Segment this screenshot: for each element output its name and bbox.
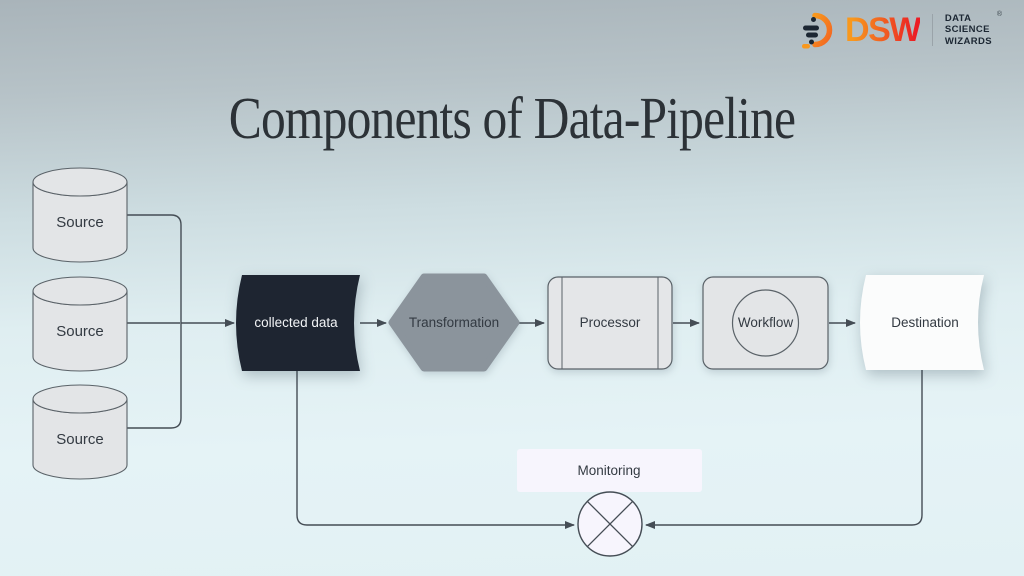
node-processor: Processor — [547, 276, 673, 370]
processor-label: Processor — [580, 315, 641, 330]
brand-text: DSW — [845, 11, 921, 49]
connector-collected-to-monitoring — [296, 371, 575, 529]
monitoring-label-box: Monitoring — [517, 449, 702, 492]
node-destination: Destination — [860, 275, 984, 370]
source-3-label: Source — [56, 431, 104, 448]
dsw-logo-mark-icon — [802, 12, 833, 49]
monitoring-junction-icon — [577, 491, 643, 557]
registered-mark: ® — [996, 10, 1002, 18]
brand-logo: DSW DATA SCIENCE WIZARDS ® — [801, 10, 1002, 50]
collected-data-label: collected data — [254, 315, 338, 330]
node-workflow: Workflow — [702, 276, 829, 370]
destination-label: Destination — [891, 315, 959, 330]
tagline-line-2: SCIENCE — [944, 24, 990, 36]
page-title: Components of Data-Pipeline — [228, 85, 796, 151]
connector-source-merge — [127, 214, 182, 429]
connector-destination-to-monitoring — [645, 370, 923, 529]
node-transformation: Transformation — [388, 273, 520, 372]
logo-tagline: DATA SCIENCE WIZARDS ® — [944, 10, 1002, 48]
node-collected-data: collected data — [236, 275, 360, 371]
tagline-line-3: WIZARDS — [944, 35, 992, 47]
connectors — [127, 214, 923, 529]
workflow-label: Workflow — [738, 315, 794, 330]
source-2-label: Source — [56, 323, 104, 340]
logo-divider — [931, 14, 933, 46]
monitoring-label: Monitoring — [577, 463, 640, 478]
node-source-2: Source — [32, 276, 128, 372]
transformation-label: Transformation — [409, 315, 499, 330]
tagline-line-1: DATA — [944, 12, 972, 24]
workflow-circle — [731, 289, 800, 357]
source-1-label: Source — [56, 214, 104, 231]
node-source-3: Source — [32, 384, 128, 480]
node-source-1: Source — [32, 167, 128, 263]
